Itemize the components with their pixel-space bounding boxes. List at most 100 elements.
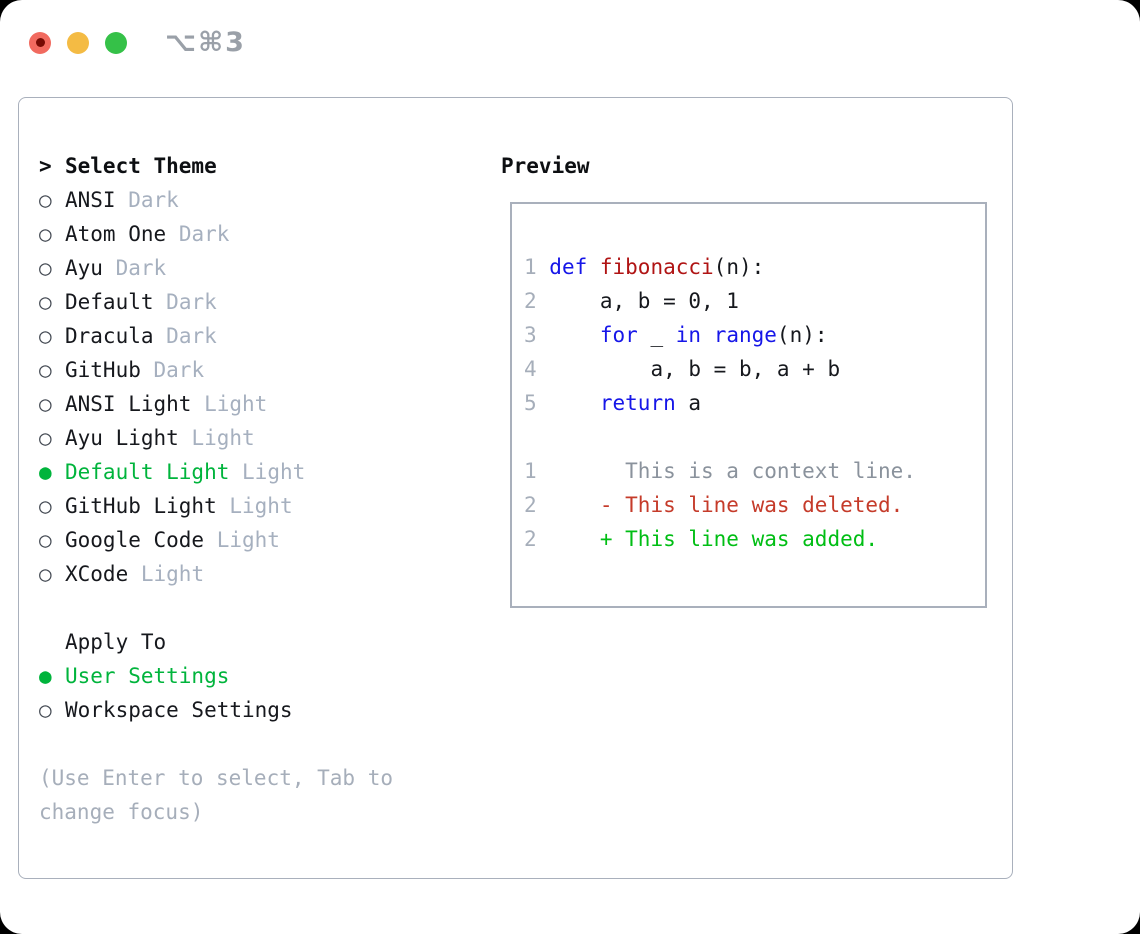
- select-theme-label: Select Theme: [65, 154, 217, 178]
- code-segment-plain: a, b = 0, 1: [549, 289, 739, 313]
- code-segment-keyword: range: [713, 323, 777, 347]
- theme-option[interactable]: ○ Dracula Dark: [39, 319, 501, 353]
- code-line: 4 a, b = b, a + b: [524, 352, 985, 386]
- theme-variant-tag: Dark: [153, 358, 205, 382]
- radio-icon: ○: [39, 494, 52, 518]
- code-segment-function: fibonacci: [599, 255, 714, 279]
- theme-option[interactable]: ○ GitHub Dark: [39, 353, 501, 387]
- theme-option-label: Dracula: [65, 324, 154, 348]
- apply-to-list: ●User Settings○Workspace Settings: [39, 659, 501, 727]
- radio-icon: ○: [39, 528, 52, 552]
- code-line: 2 + This line was added.: [524, 522, 985, 556]
- theme-variant-tag: Dark: [115, 256, 167, 280]
- radio-icon: ○: [39, 358, 52, 382]
- theme-variant-tag: Light: [216, 528, 280, 552]
- code-segment-plain: (n):: [776, 323, 828, 347]
- titlebar: ⌥⌘3: [29, 27, 246, 58]
- theme-option[interactable]: ○ GitHub Light Light: [39, 489, 501, 523]
- radio-icon: ○: [39, 290, 52, 314]
- theme-option-label: GitHub Light: [65, 494, 217, 518]
- code-line: 1 def fibonacci(n):: [524, 250, 985, 284]
- radio-icon: ○: [39, 256, 52, 280]
- theme-option[interactable]: ○ANSI Dark: [39, 183, 501, 217]
- radio-icon: ○: [39, 426, 52, 450]
- apply-to-option-label: Workspace Settings: [65, 698, 293, 722]
- theme-variant-tag: Light: [204, 392, 268, 416]
- focus-caret-icon: >: [39, 154, 52, 178]
- code-segment-deleted: - This line was deleted.: [549, 493, 904, 517]
- theme-variant-tag: Light: [140, 562, 205, 586]
- radio-selected-icon: ●: [39, 664, 52, 688]
- code-segment-plain: [549, 323, 600, 347]
- code-segment-plain: [701, 323, 714, 347]
- theme-option[interactable]: ○ Atom One Dark: [39, 217, 501, 251]
- hint-text: (Use Enter to select, Tab to change focu…: [39, 766, 394, 824]
- theme-option[interactable]: ● Default Light Light: [39, 455, 501, 489]
- theme-option-label: Ayu Light: [65, 426, 179, 450]
- apply-to-header: Apply To: [39, 625, 501, 659]
- theme-option-label: Ayu: [65, 256, 103, 280]
- code-segment-plain: (n):: [713, 255, 765, 279]
- line-number: 1: [524, 459, 550, 483]
- radio-icon: ○: [39, 188, 52, 212]
- minimize-button[interactable]: [67, 31, 89, 54]
- line-number: 1: [524, 255, 550, 279]
- theme-variant-tag: Light: [229, 494, 293, 518]
- line-number: 2: [524, 289, 550, 313]
- preview-pane: Preview 1 def fibonacci(n):2 a, b = 0, 1…: [501, 149, 1012, 878]
- theme-variant-tag: Light: [242, 460, 306, 484]
- radio-icon: ○: [39, 222, 52, 246]
- code-segment-plain: a, b = b, a + b: [549, 357, 841, 381]
- zoom-button[interactable]: [105, 31, 127, 54]
- theme-option-label: Google Code: [65, 528, 205, 552]
- code-segment-plain: [549, 391, 600, 415]
- theme-variant-tag: Light: [191, 426, 255, 450]
- theme-option[interactable]: ○ANSI Light Light: [39, 387, 501, 421]
- code-segment-plain: a: [675, 391, 702, 415]
- code-segment-keyword: for: [599, 323, 638, 347]
- code-line: 2 - This line was deleted.: [524, 488, 985, 522]
- code-line: [524, 420, 985, 454]
- code-segment-plain: _: [637, 323, 676, 347]
- code-line: 1 This is a context line.: [524, 454, 985, 488]
- code-segment-keyword: in: [675, 323, 702, 347]
- preview-label: Preview: [501, 154, 590, 178]
- code-line: 2 a, b = 0, 1: [524, 284, 985, 318]
- radio-selected-icon: ●: [39, 460, 52, 484]
- theme-option[interactable]: ○ Google Code Light: [39, 523, 501, 557]
- close-dot-icon: [35, 38, 45, 47]
- theme-variant-tag: Dark: [166, 290, 217, 314]
- line-number: [524, 425, 549, 449]
- code-line: 5 return a: [524, 386, 985, 420]
- theme-option[interactable]: ○ Ayu Dark: [39, 251, 501, 285]
- theme-option-label: Default: [65, 290, 154, 314]
- theme-option-label: Atom One: [65, 222, 167, 246]
- code-segment-context: This is a context line.: [549, 459, 916, 483]
- theme-variant-tag: Dark: [166, 324, 217, 348]
- line-number: 2: [524, 527, 550, 551]
- radio-icon: ○: [39, 324, 52, 348]
- radio-icon: ○: [39, 562, 52, 586]
- code-segment-keyword: def: [549, 255, 600, 279]
- theme-option[interactable]: ○ Default Dark: [39, 285, 501, 319]
- close-button[interactable]: [29, 31, 51, 54]
- line-number: 4: [524, 357, 550, 381]
- theme-variant-tag: Dark: [178, 222, 230, 246]
- section-gap: [39, 591, 501, 625]
- theme-option[interactable]: ○ XCode Light: [39, 557, 501, 591]
- apply-to-option[interactable]: ○Workspace Settings: [39, 693, 501, 727]
- code-line: 3 for _ in range(n):: [524, 318, 985, 352]
- theme-option-label: Default Light: [65, 460, 230, 484]
- theme-option-label: XCode: [65, 562, 129, 586]
- apply-to-label: Apply To: [65, 630, 167, 654]
- code-segment-keyword: return: [599, 391, 676, 415]
- theme-option-label: GitHub: [65, 358, 141, 382]
- apply-to-option[interactable]: ●User Settings: [39, 659, 501, 693]
- theme-option-label: ANSI Light: [65, 392, 192, 416]
- theme-option[interactable]: ○ Ayu Light Light: [39, 421, 501, 455]
- line-number: 5: [524, 391, 550, 415]
- main-panel: >Select Theme ○ANSI Dark○Atom One Dark○A…: [18, 97, 1013, 879]
- select-theme-header: > Select Theme: [39, 149, 501, 183]
